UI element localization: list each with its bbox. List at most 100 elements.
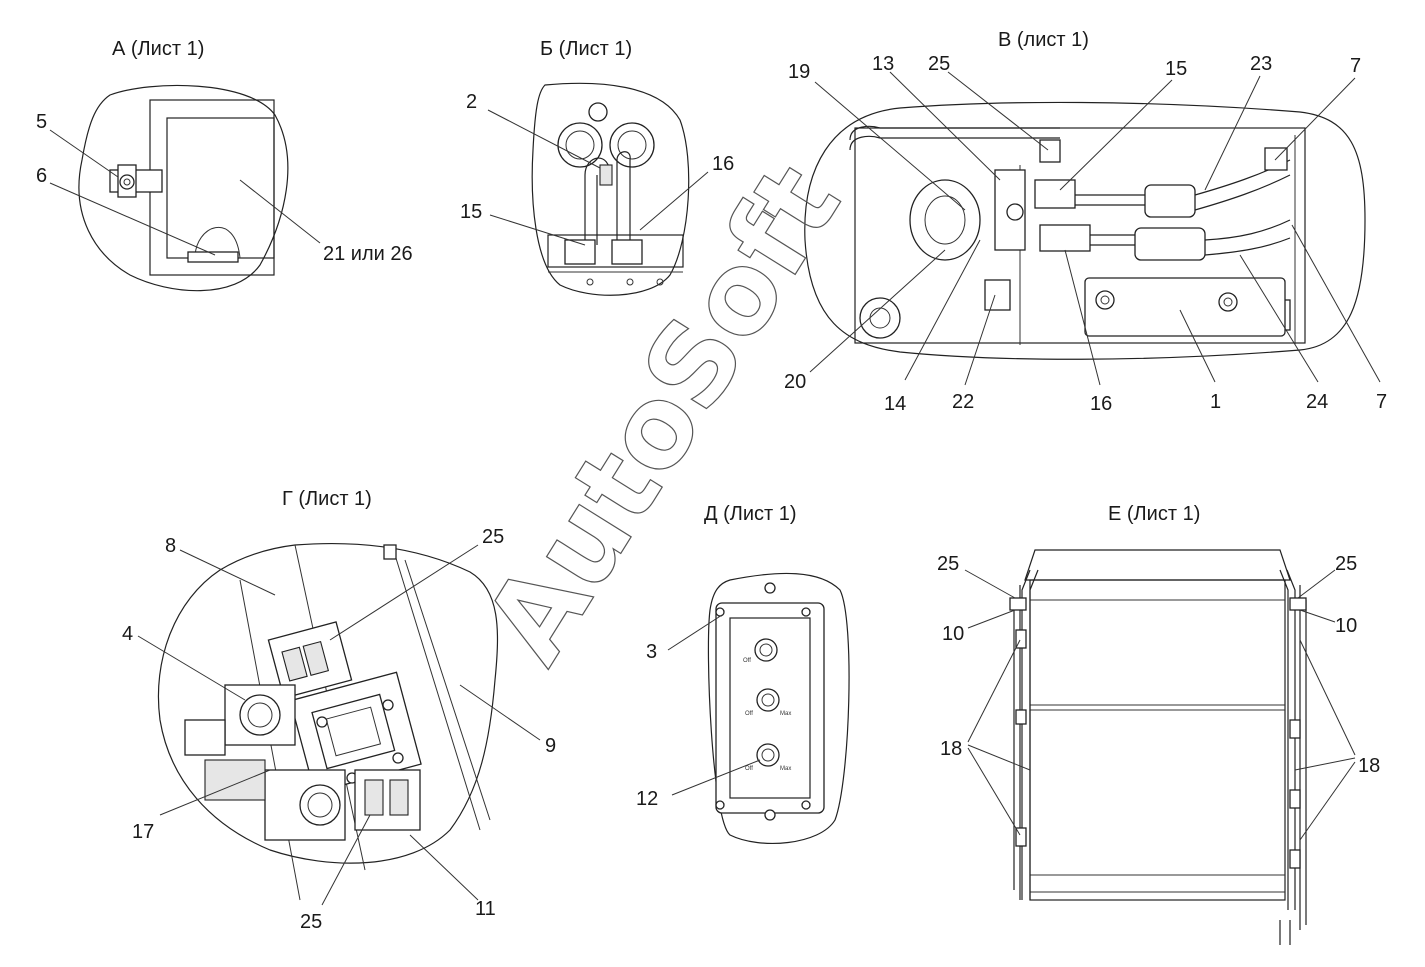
leader-4	[137, 635, 246, 701]
label-7-top: 7	[1350, 55, 1361, 77]
leader-18-left-c	[967, 747, 1021, 836]
label-25: 25	[928, 53, 950, 75]
leader-10-right	[1299, 609, 1336, 623]
knob-2[interactable]	[756, 688, 780, 712]
label-16: 16	[712, 153, 734, 175]
leader-25-g-top	[329, 544, 479, 641]
label-4: 4	[122, 623, 133, 645]
mount-hole-bottom	[764, 809, 776, 821]
leader-19	[814, 81, 966, 211]
view-v-bracket-1	[1084, 277, 1286, 337]
view-v-round-port	[859, 297, 901, 339]
label-18-left: 18	[940, 738, 962, 760]
view-e-frame	[1029, 579, 1286, 901]
view-a: А (Лист 1) 5 6 21 или 26	[36, 38, 413, 292]
leader-11	[409, 834, 479, 901]
label-25-bottom: 25	[300, 911, 322, 933]
leader-1	[1179, 309, 1216, 383]
knob-3-max: Max	[780, 766, 791, 772]
label-9: 9	[545, 735, 556, 757]
label-1: 1	[1210, 391, 1221, 413]
view-a-title: А (Лист 1)	[112, 38, 204, 60]
view-d: Д (Лист 1) Off Max Off Max Off 3 12	[636, 503, 850, 844]
view-v-hose-23	[1144, 184, 1196, 218]
label-11: 11	[475, 898, 496, 920]
knob-1-off: Off	[743, 658, 751, 664]
view-d-outline	[707, 572, 850, 844]
view-v: В (лист 1)	[784, 29, 1387, 415]
leader-7-top	[1274, 77, 1356, 161]
leader-24	[1239, 254, 1319, 383]
leader-16-v	[1064, 249, 1101, 386]
knob-3[interactable]	[756, 743, 780, 767]
view-a-latch	[187, 251, 239, 263]
knob-2-off: Off	[745, 711, 753, 717]
leader-20	[809, 249, 946, 373]
label-25-left: 25	[937, 553, 959, 575]
view-a-outline	[78, 84, 289, 292]
leader-9	[459, 684, 541, 741]
label-16: 16	[1090, 393, 1112, 415]
leader-6	[49, 182, 216, 256]
label-25-top: 25	[482, 526, 504, 548]
view-b-nut-top	[588, 102, 608, 122]
view-d-title: Д (Лист 1)	[704, 503, 797, 525]
label-2: 2	[466, 91, 477, 113]
label-18-right: 18	[1358, 755, 1380, 777]
view-e-clamp-right	[1289, 597, 1307, 611]
leader-17	[159, 769, 271, 816]
view-e: Е (Лист 1) 25 25 10	[937, 503, 1380, 945]
label-13: 13	[872, 53, 894, 75]
control-panel-face	[729, 617, 811, 799]
label-5: 5	[36, 111, 47, 133]
view-g-outline	[157, 543, 499, 864]
label-10-right: 10	[1335, 615, 1357, 637]
leader-15-v	[1059, 79, 1173, 191]
mount-hole-top	[764, 582, 776, 594]
view-g: Г (Лист 1) 8 25 4	[122, 488, 556, 933]
view-e-clamp-left	[1009, 597, 1027, 611]
knob-2-max: Max	[780, 711, 791, 717]
leader-8	[179, 549, 276, 596]
label-10-left: 10	[942, 623, 964, 645]
label-7-bottom: 7	[1376, 391, 1387, 413]
view-e-left-rail	[1021, 569, 1039, 900]
view-a-arch	[194, 227, 241, 259]
view-b: Б (Лист 1) 2 15 16	[460, 38, 734, 296]
leader-25-g-bottom	[321, 814, 371, 906]
leader-5	[49, 129, 119, 178]
leader-3	[667, 614, 723, 651]
leader-25	[947, 71, 1049, 151]
leader-12	[671, 759, 761, 796]
label-3: 3	[646, 641, 657, 663]
view-a-bolt	[119, 174, 135, 190]
leader-2	[487, 109, 601, 169]
leader-10-left	[967, 609, 1016, 629]
panel-screw-tr	[801, 607, 811, 617]
leader-25-e-left	[964, 569, 1016, 599]
label-14: 14	[884, 393, 906, 415]
leader-22	[964, 294, 996, 386]
knob-1[interactable]	[754, 638, 778, 662]
view-g-bolt-block	[184, 719, 226, 756]
knob-3-off: Off	[745, 766, 753, 772]
view-v-fitting-25	[1039, 139, 1061, 163]
view-v-frame	[854, 127, 1306, 344]
label-22: 22	[952, 391, 974, 413]
view-g-title: Г (Лист 1)	[282, 488, 372, 510]
view-a-cover	[166, 117, 275, 259]
view-v-heater-disc	[909, 179, 981, 261]
view-e-right-hose	[1299, 585, 1307, 930]
label-17: 17	[132, 821, 154, 843]
view-b-port-right	[609, 122, 655, 168]
leader-15	[489, 214, 586, 246]
view-v-title: В (лист 1)	[998, 29, 1089, 51]
view-g-tab	[383, 544, 397, 560]
view-b-block	[547, 234, 684, 268]
view-v-top-pipe	[849, 125, 1060, 141]
view-v-nut-15	[1034, 179, 1076, 209]
leader-25-e-right	[1297, 569, 1336, 599]
label-25-right: 25	[1335, 553, 1357, 575]
